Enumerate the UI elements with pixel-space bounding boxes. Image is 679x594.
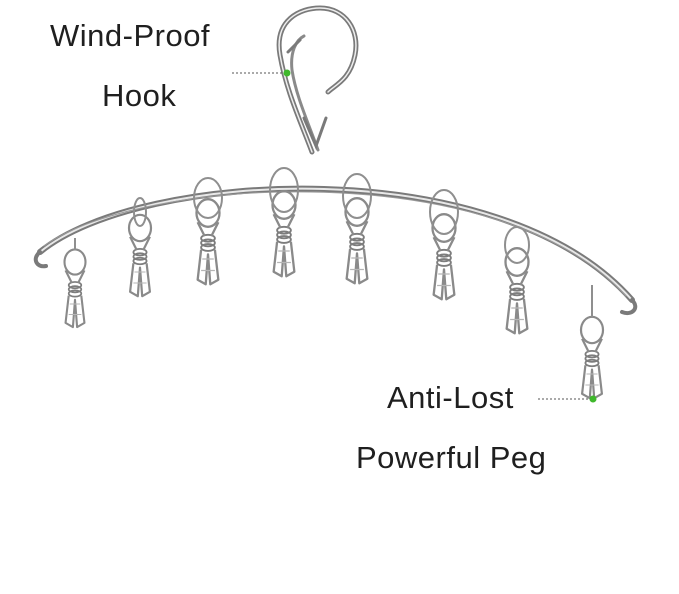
peg-rings [74, 167, 593, 318]
peg-callout-line1: Anti-Lost [387, 380, 514, 415]
clothes-peg-icon [63, 190, 605, 400]
peg-callout-line2: Powerful Peg [356, 440, 547, 475]
hanger-arc-icon [33, 185, 638, 315]
hook-callout-line2: Hook [102, 78, 177, 113]
peg-marker-dot [589, 395, 597, 403]
hook-callout-leader [232, 69, 291, 77]
peg-callout-leader [538, 395, 597, 403]
hanger-hook-icon [276, 5, 359, 155]
hook-callout-line1: Wind-Proof [50, 18, 211, 53]
hook-marker-dot [283, 69, 291, 77]
